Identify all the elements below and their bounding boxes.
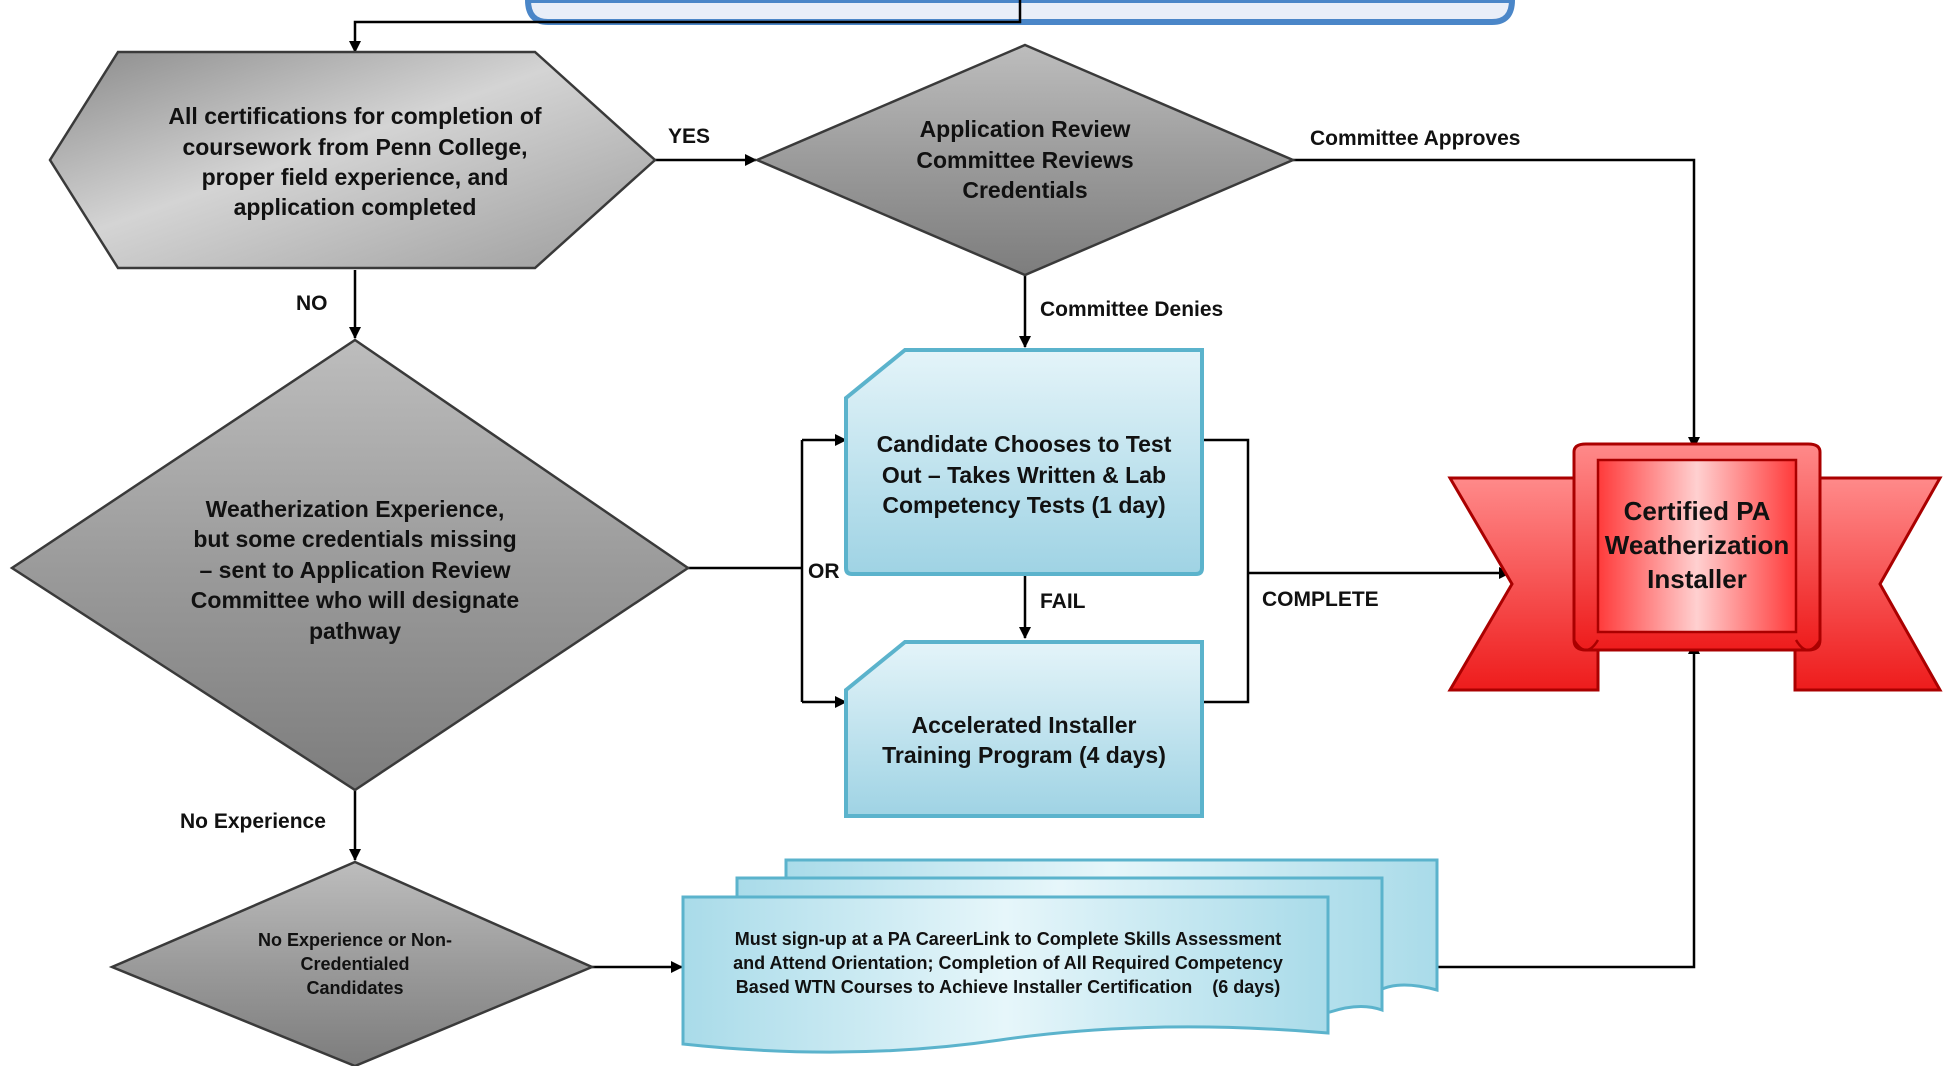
edge-label-or: OR: [808, 560, 840, 583]
test-out-shape: [844, 348, 1204, 576]
test-out-label: Candidate Chooses to Test Out – Takes Wr…: [876, 431, 1172, 519]
accelerated-training-label: Accelerated Installer Training Program (…: [882, 711, 1166, 768]
review-committee-label: Application Review Committee Reviews Cre…: [916, 116, 1134, 204]
experience-decision-shape: [9, 338, 691, 792]
accelerated-training-shape: [844, 640, 1204, 818]
careerlink-program-label: Must sign-up at a PA CareerLink to Compl…: [733, 929, 1288, 997]
start-decision-label: All certifications for completion of cou…: [168, 103, 542, 221]
experience-decision-label: Weatherization Experience, but some cred…: [190, 496, 520, 644]
careerlink-program-shape: [681, 858, 1439, 1054]
edge-label-no: NO: [296, 292, 328, 315]
edge-label-no-experience: No Experience: [180, 810, 326, 833]
no-experience-decision-shape: [108, 860, 596, 1066]
certified-ribbon-shape: [1447, 442, 1943, 692]
connectors: [349, 0, 1700, 973]
edge-label-yes: YES: [668, 125, 711, 148]
review-committee-shape: [753, 43, 1297, 277]
edge-label-complete: COMPLETE: [1262, 588, 1379, 611]
no-experience-decision-label: No Experience or Non-Credentialed Candid…: [257, 930, 453, 998]
edge-label-committee-denies: Committee Denies: [1040, 298, 1224, 321]
start-decision-shape: [48, 50, 657, 270]
edge-label-committee-approves: Committee Approves: [1310, 127, 1521, 150]
certified-installer-label: Certified PA Weatherization Installer: [1604, 495, 1790, 595]
edge-label-fail: FAIL: [1040, 590, 1086, 613]
